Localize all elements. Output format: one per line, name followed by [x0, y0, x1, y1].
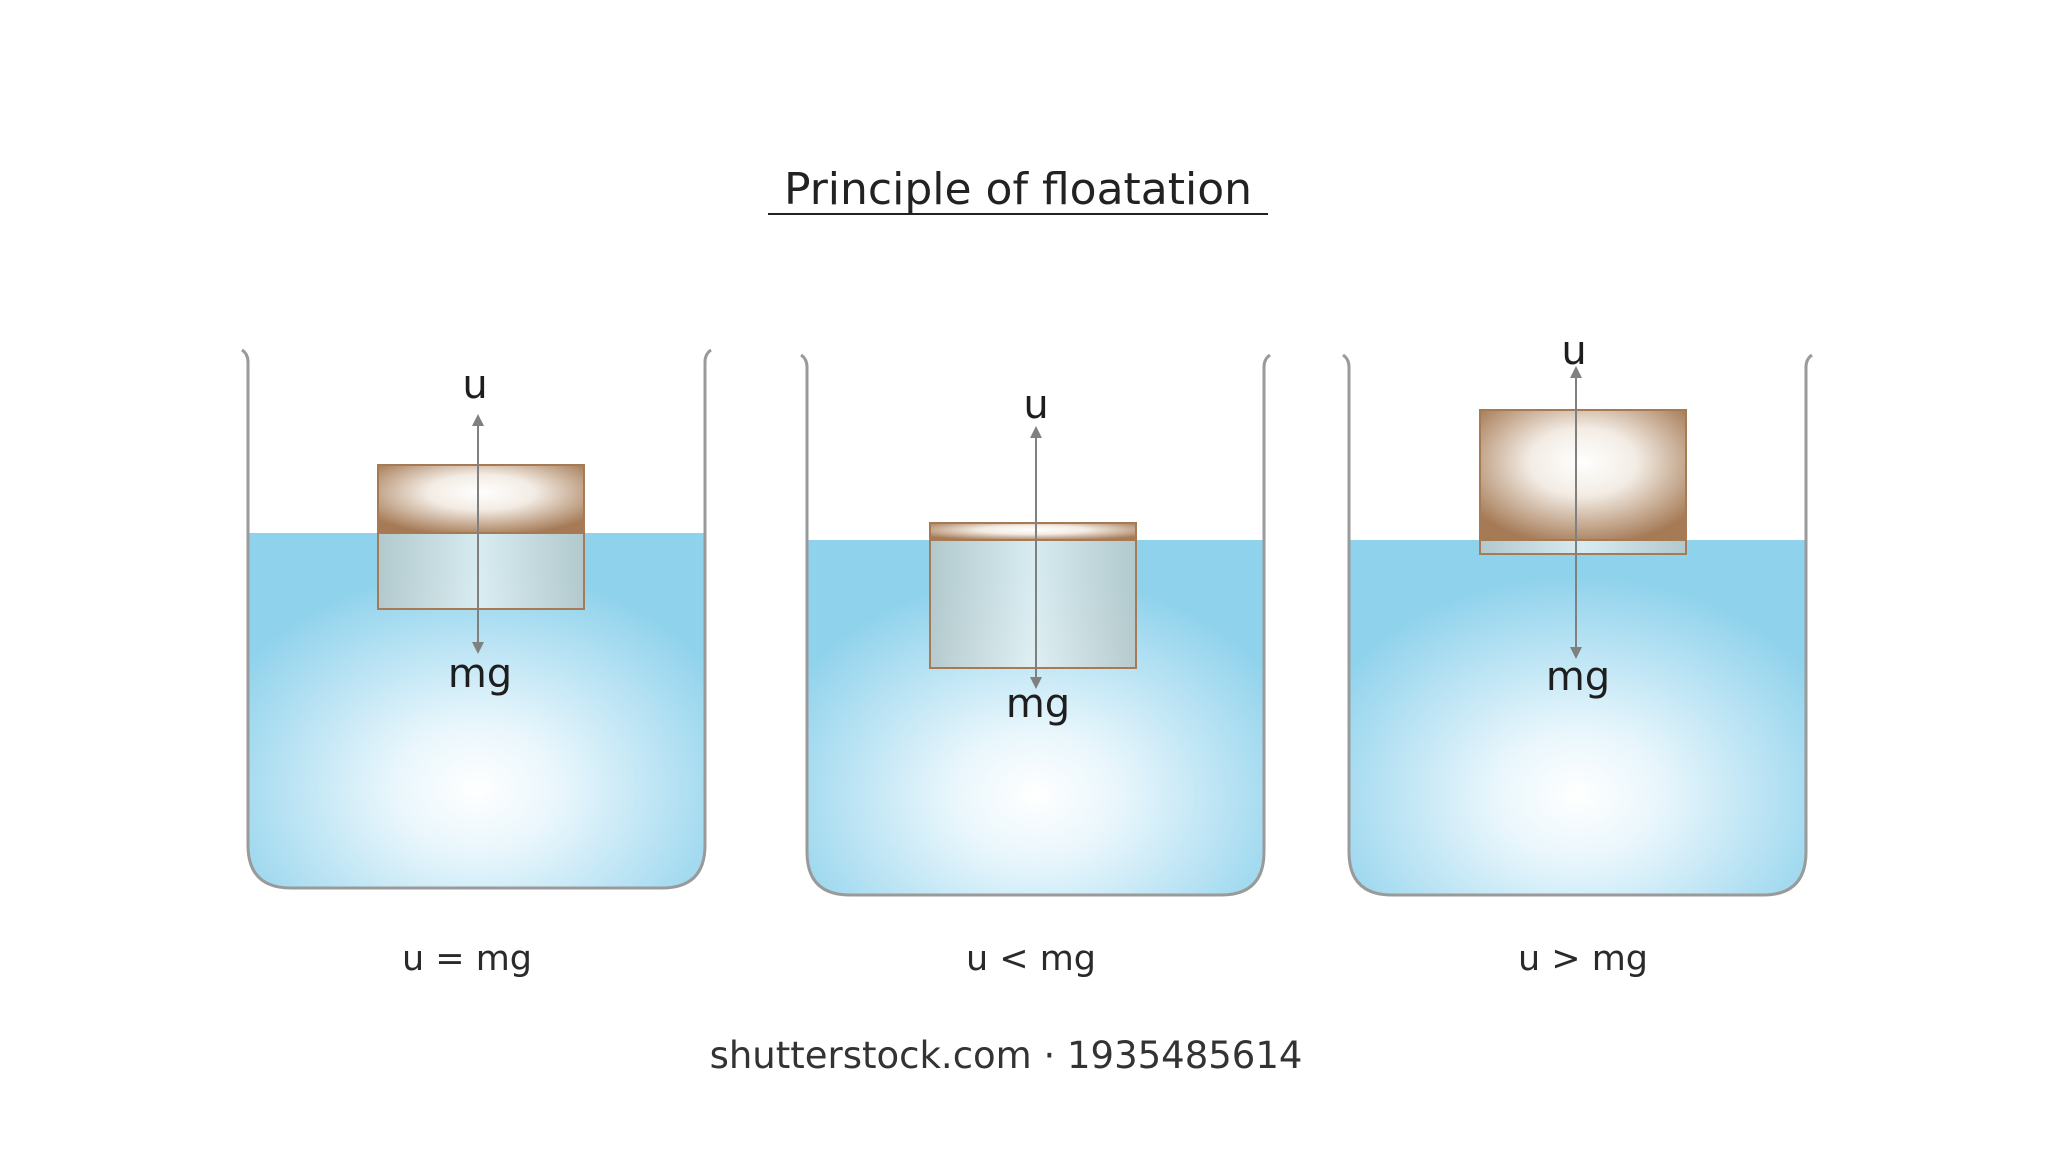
beaker-3-block-submerged	[1479, 539, 1687, 555]
beaker-2: u mg u < mg	[800, 353, 1271, 979]
beaker-3-upthrust-label: u	[1561, 328, 1586, 374]
beaker-2-weight-label: mg	[1006, 681, 1070, 727]
beaker-3-condition: u > mg	[1518, 939, 1648, 979]
beaker-2-outline	[800, 353, 1271, 897]
beaker-2-upthrust-label: u	[1023, 382, 1048, 428]
beaker-1-block-above	[377, 464, 585, 534]
beaker-2-condition: u < mg	[966, 939, 1096, 979]
beaker-3-block-above	[1479, 409, 1687, 541]
beaker-1-water	[248, 533, 705, 888]
beaker-1-condition: u = mg	[402, 939, 532, 979]
beaker-1-upthrust-label: u	[462, 362, 487, 408]
beaker-1: u mg u = mg	[241, 348, 712, 979]
beaker-2-block-above	[929, 522, 1137, 541]
beaker-1-block-submerged	[377, 532, 585, 610]
beaker-3-water	[1349, 540, 1806, 895]
beaker-2-water	[807, 540, 1264, 895]
beaker-1-outline	[241, 348, 712, 890]
beaker-3: u mg u > mg	[1342, 328, 1813, 979]
beaker-1-weight-label: mg	[448, 651, 512, 697]
beaker-3-weight-label: mg	[1546, 654, 1610, 700]
diagram-title: Principle of floatation	[784, 164, 1252, 215]
image-credit: shutterstock.com · 1935485614	[710, 1034, 1303, 1077]
beaker-2-block-submerged	[929, 539, 1137, 669]
beaker-3-outline	[1342, 353, 1813, 897]
